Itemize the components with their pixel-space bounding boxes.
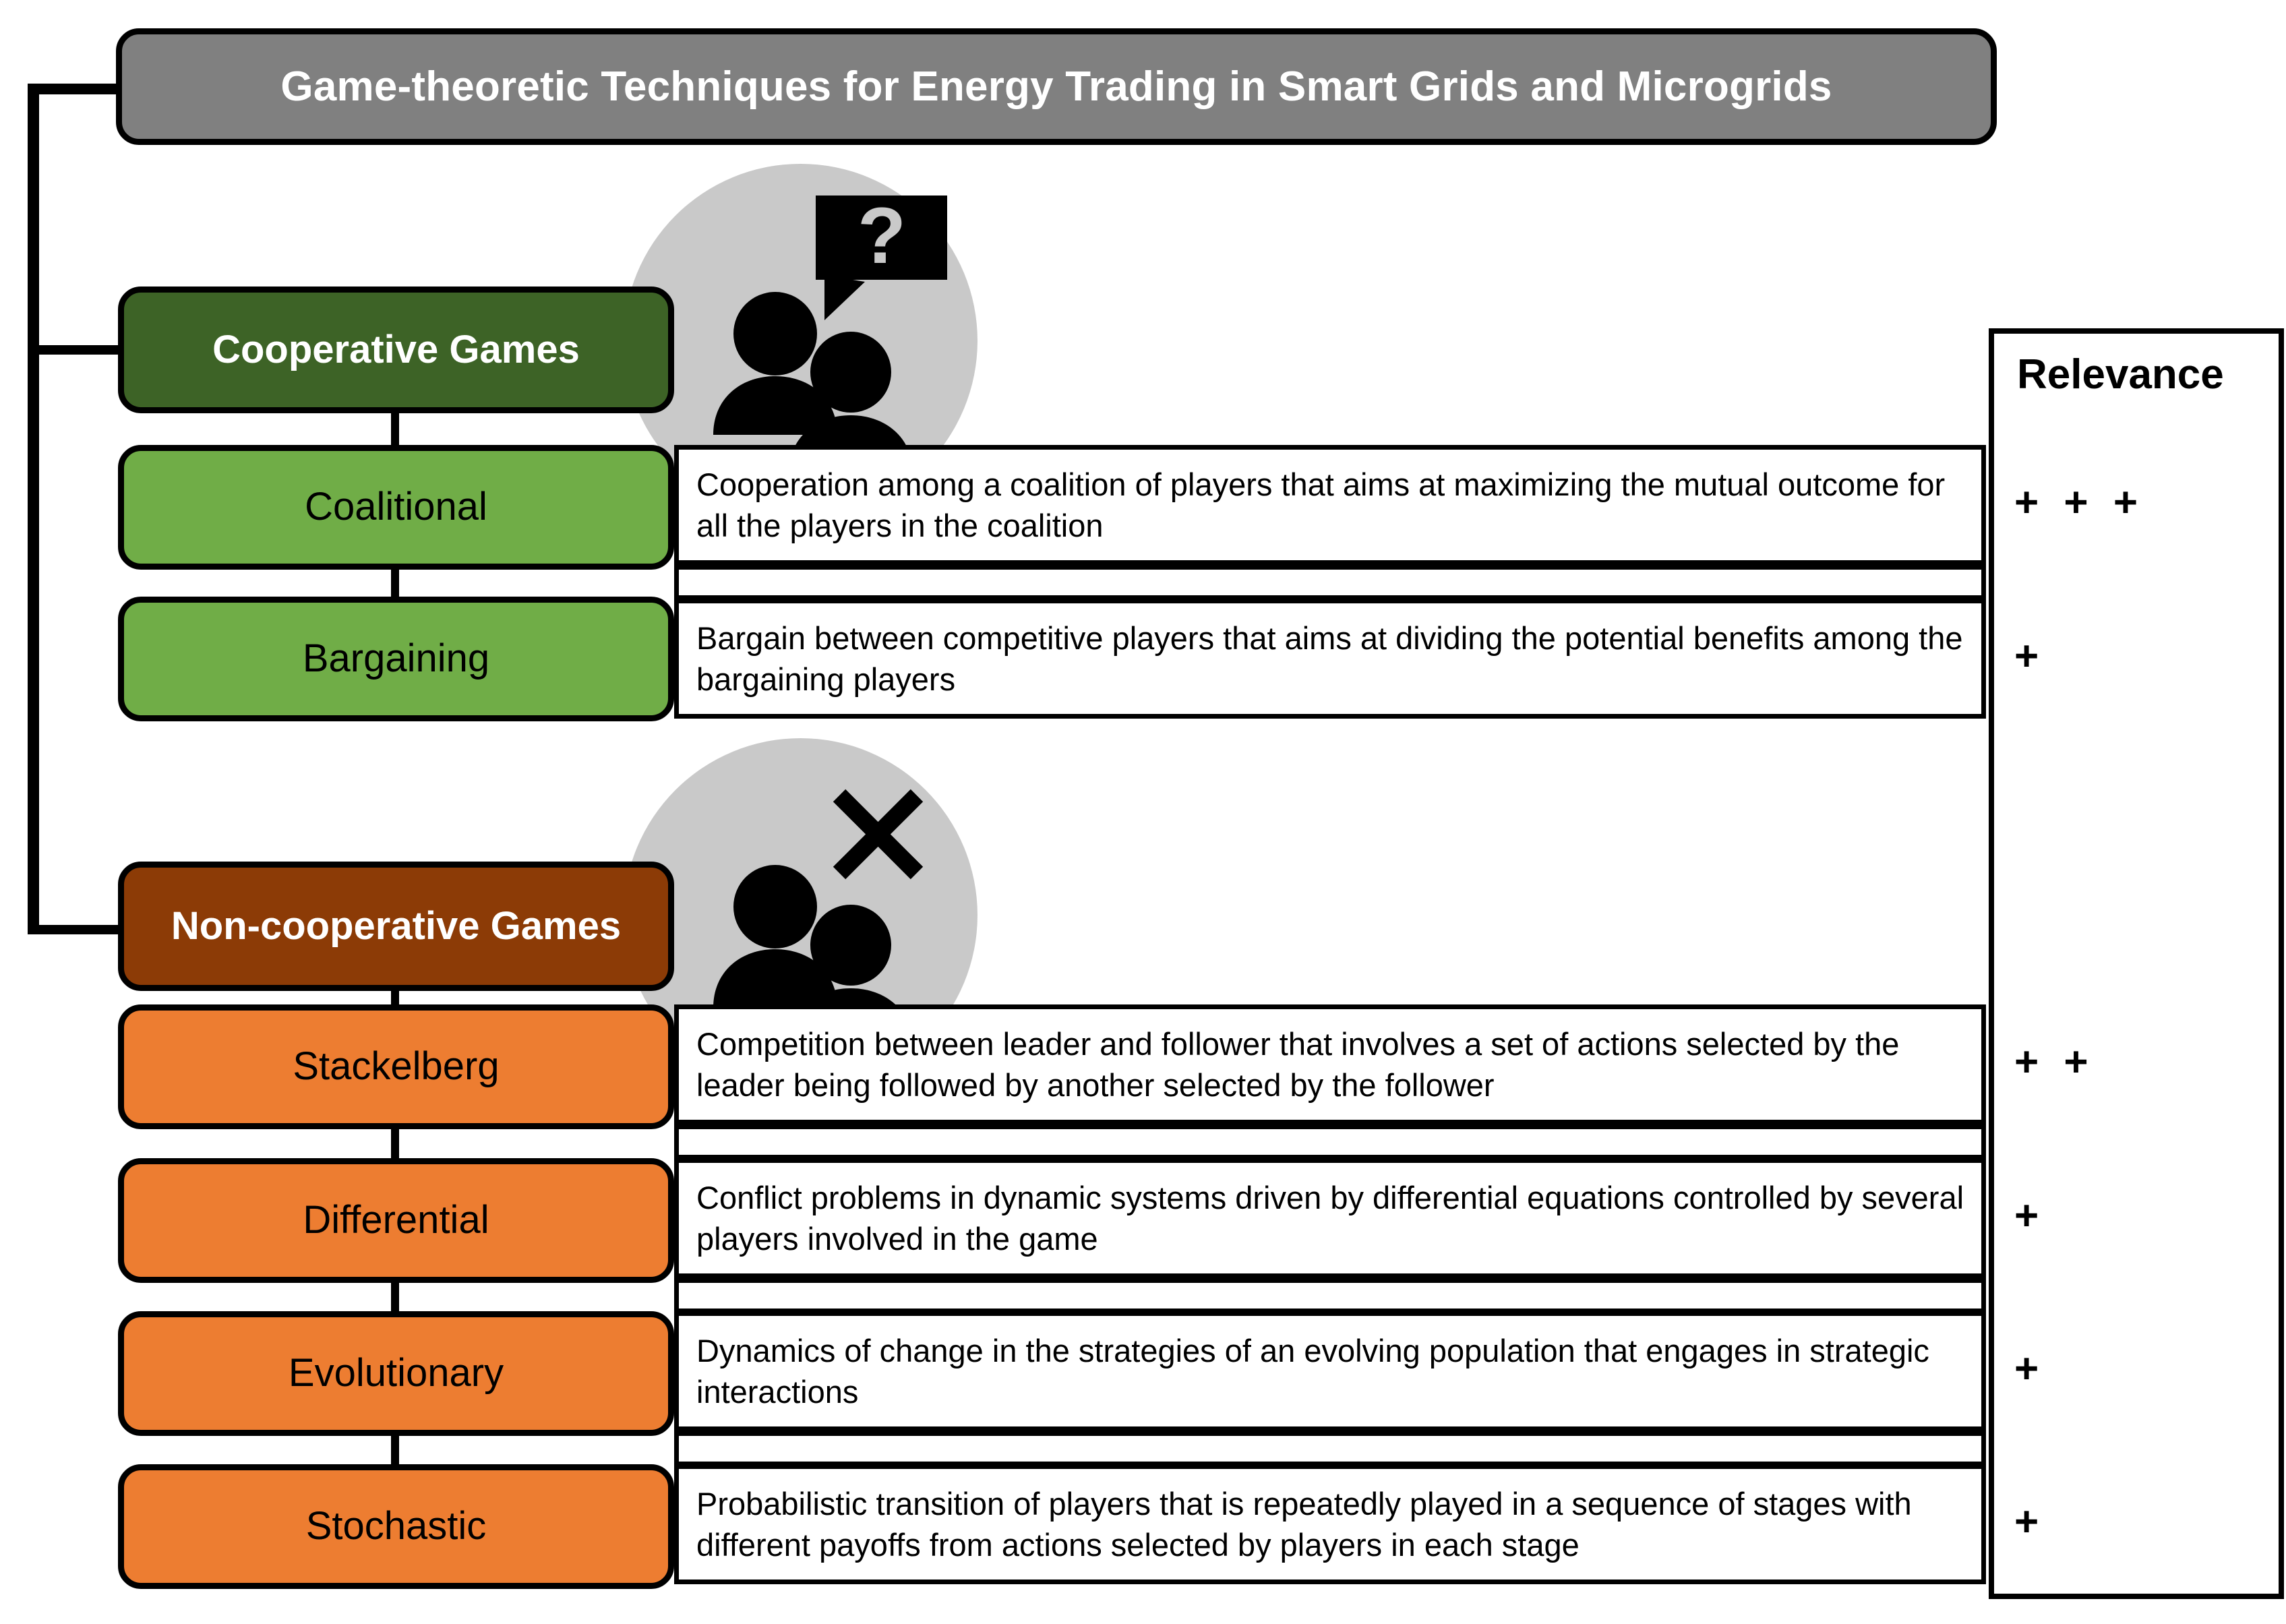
description-text: Probabilistic transition of players that… xyxy=(696,1485,1912,1563)
leaf-label: Differential xyxy=(303,1198,489,1242)
relevance-header: Relevance xyxy=(2017,351,2224,398)
description-coalitional: Cooperation among a coalition of players… xyxy=(674,445,1986,565)
connector-coop-to-coalitional xyxy=(391,410,399,450)
category-label: Non-cooperative Games xyxy=(171,903,622,948)
description-bargaining: Bargain between competitive players that… xyxy=(674,599,1986,719)
connector-coalitional-to-bargaining xyxy=(391,566,399,603)
relevance-value-bargaining: + xyxy=(2014,633,2046,680)
leaf-bargaining[interactable]: Bargaining xyxy=(118,597,674,721)
diagram-title-box: Game-theoretic Techniques for Energy Tra… xyxy=(116,28,1997,145)
description-spacer xyxy=(674,1431,1986,1466)
leaf-label: Stochastic xyxy=(305,1504,487,1548)
description-text: Cooperation among a coalition of players… xyxy=(696,466,1946,543)
relevance-value-evolutionary: + xyxy=(2014,1346,2046,1392)
leaf-label: Stackelberg xyxy=(293,1044,500,1089)
connector-differential-to-evolutionary xyxy=(391,1280,399,1317)
category-label: Cooperative Games xyxy=(212,327,580,371)
relevance-column xyxy=(1989,328,2284,1599)
leaf-stackelberg[interactable]: Stackelberg xyxy=(118,1004,674,1129)
leaf-coalitional[interactable]: Coalitional xyxy=(118,445,674,570)
svg-text:?: ? xyxy=(858,196,906,280)
description-text: Conflict problems in dynamic systems dri… xyxy=(696,1179,1964,1257)
relevance-value-stackelberg: + + xyxy=(2014,1039,2095,1085)
root-spine-to-title xyxy=(28,84,122,94)
leaf-evolutionary[interactable]: Evolutionary xyxy=(118,1311,674,1436)
description-text: Competition between leader and follower … xyxy=(696,1025,1900,1103)
relevance-value-differential: + xyxy=(2014,1193,2046,1239)
root-spine-vertical xyxy=(28,84,39,934)
description-spacer xyxy=(674,1124,1986,1160)
leaf-label: Coalitional xyxy=(305,485,487,529)
connector-stackelberg-to-differential xyxy=(391,1126,399,1163)
relevance-value-coalitional: + + + xyxy=(2014,479,2145,526)
relevance-value-stochastic: + xyxy=(2014,1499,2046,1545)
leaf-label: Evolutionary xyxy=(288,1351,504,1395)
connector-evolutionary-to-stochastic xyxy=(391,1433,399,1470)
category-non-cooperative-games[interactable]: Non-cooperative Games xyxy=(118,862,674,991)
page-title: Game-theoretic Techniques for Energy Tra… xyxy=(280,63,1832,110)
description-text: Bargain between competitive players that… xyxy=(696,620,1963,697)
description-spacer xyxy=(674,565,1986,600)
category-cooperative-games[interactable]: Cooperative Games xyxy=(118,287,674,413)
description-text: Dynamics of change in the strategies of … xyxy=(696,1332,1929,1410)
description-evolutionary: Dynamics of change in the strategies of … xyxy=(674,1311,1986,1431)
people-question-icon: ? xyxy=(713,196,947,473)
description-stackelberg: Competition between leader and follower … xyxy=(674,1004,1986,1124)
description-differential: Conflict problems in dynamic systems dri… xyxy=(674,1158,1986,1278)
leaf-label: Bargaining xyxy=(302,636,490,681)
leaf-differential[interactable]: Differential xyxy=(118,1158,674,1283)
description-stochastic: Probabilistic transition of players that… xyxy=(674,1464,1986,1584)
leaf-stochastic[interactable]: Stochastic xyxy=(118,1464,674,1589)
description-spacer xyxy=(674,1278,1986,1313)
